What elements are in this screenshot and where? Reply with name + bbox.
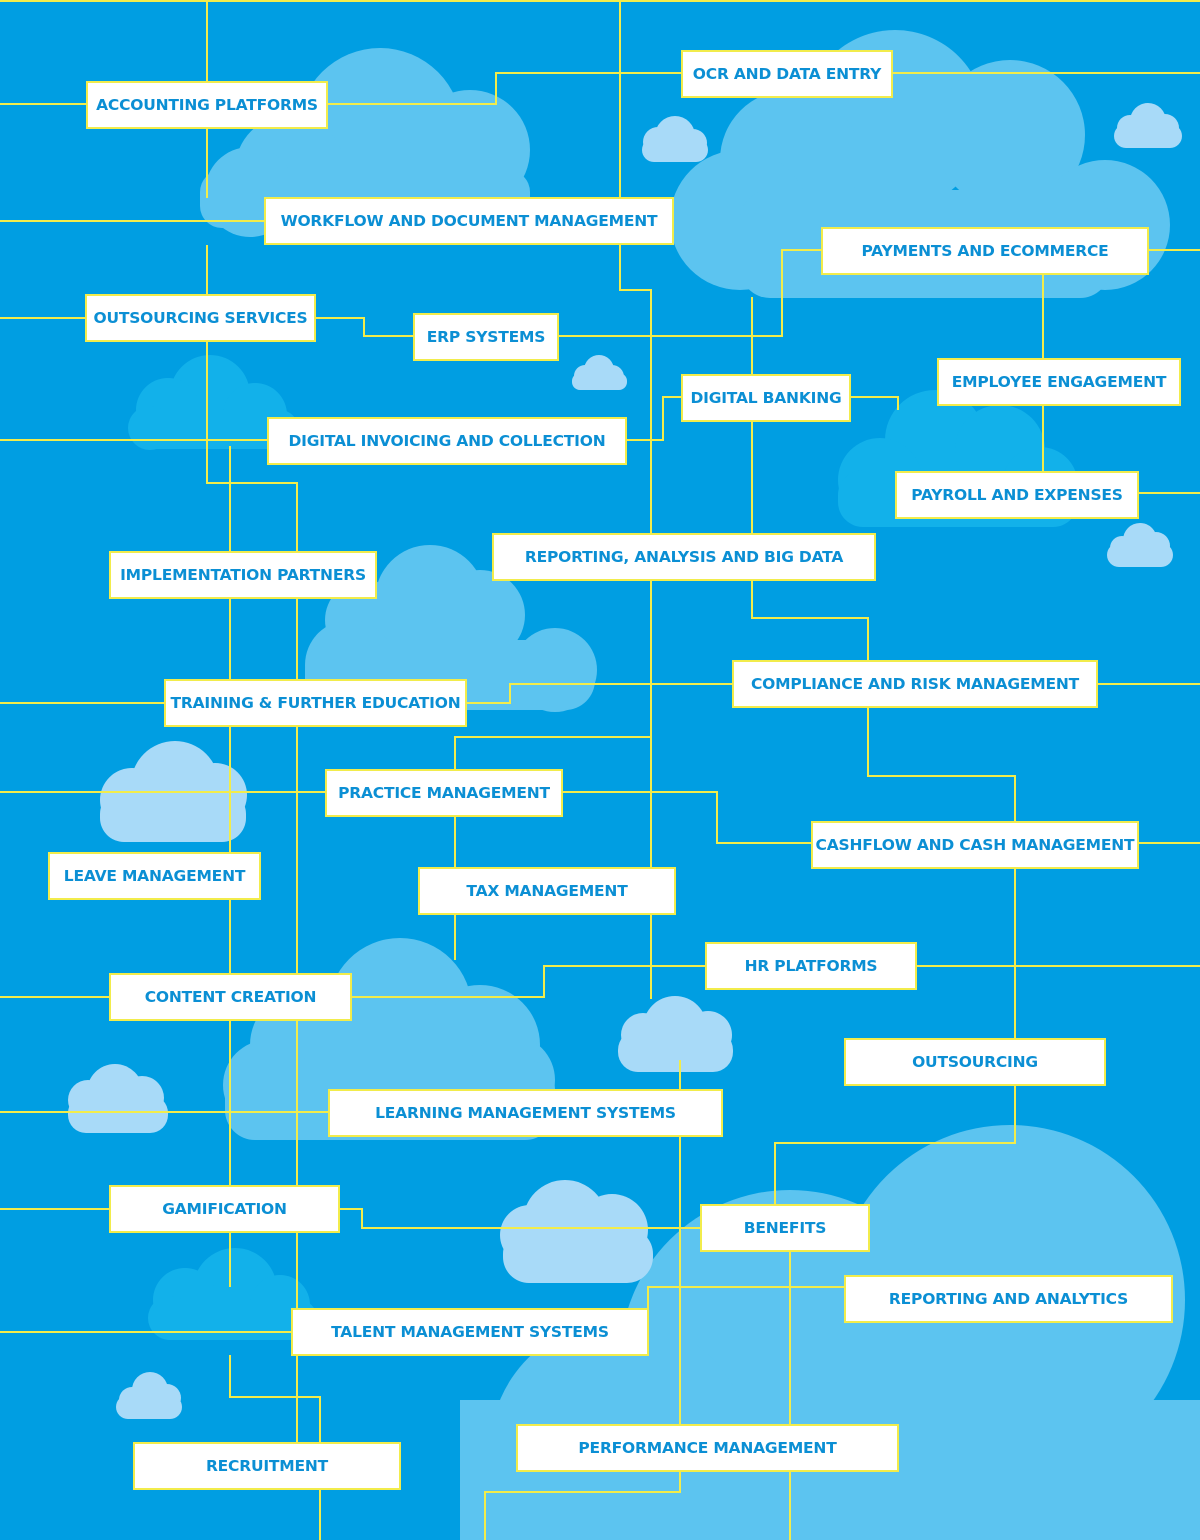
node-gamification[interactable]: GAMIFICATION [109,1185,340,1233]
node-practice-management[interactable]: PRACTICE MANAGEMENT [325,769,563,817]
node-outsourcing-services[interactable]: OUTSOURCING SERVICES [85,294,316,342]
cloud-tiny-top-right [1114,103,1182,148]
node-benefits[interactable]: BENEFITS [700,1204,870,1252]
node-training-and-further-education[interactable]: TRAINING & FURTHER EDUCATION [164,679,467,727]
node-performance-management[interactable]: PERFORMANCE MANAGEMENT [516,1424,899,1472]
cloud-small-center [618,996,733,1072]
node-cashflow-and-cash-management[interactable]: CASHFLOW AND CASH MANAGEMENT [811,821,1139,869]
cloud-left-lower [148,1248,317,1340]
node-digital-invoicing-and-collection[interactable]: DIGITAL INVOICING AND COLLECTION [267,417,627,465]
node-recruitment[interactable]: RECRUITMENT [133,1442,401,1490]
node-payments-and-ecommerce[interactable]: PAYMENTS AND ECOMMERCE [821,227,1149,275]
cloud-small-lower-left [68,1064,168,1133]
node-hr-platforms[interactable]: HR PLATFORMS [705,942,917,990]
node-learning-management-systems[interactable]: LEARNING MANAGEMENT SYSTEMS [328,1089,723,1137]
node-leave-management[interactable]: LEAVE MANAGEMENT [48,852,261,900]
cloud-small-bottom-center [500,1180,653,1283]
node-content-creation[interactable]: CONTENT CREATION [109,973,352,1021]
node-payroll-and-expenses[interactable]: PAYROLL AND EXPENSES [895,471,1139,519]
node-implementation-partners[interactable]: IMPLEMENTATION PARTNERS [109,551,377,599]
node-accounting-platforms[interactable]: ACCOUNTING PLATFORMS [86,81,328,129]
cloud-tiny-bottom-left [116,1372,182,1419]
cloud-top-right [670,30,1170,298]
node-digital-banking[interactable]: DIGITAL BANKING [681,374,851,422]
node-outsourcing[interactable]: OUTSOURCING [844,1038,1106,1086]
node-erp-systems[interactable]: ERP SYSTEMS [413,313,559,361]
node-tax-management[interactable]: TAX MANAGEMENT [418,867,676,915]
node-employee-engagement[interactable]: EMPLOYEE ENGAGEMENT [937,358,1181,406]
cloud-tiny-right [1107,523,1173,567]
node-reporting-and-analytics[interactable]: REPORTING AND ANALYTICS [844,1275,1173,1323]
node-talent-management-systems[interactable]: TALENT MANAGEMENT SYSTEMS [291,1308,649,1356]
node-reporting-analysis-and-big-data[interactable]: REPORTING, ANALYSIS AND BIG DATA [492,533,876,581]
cloud-tiny-erp [572,355,627,390]
node-compliance-and-risk-management[interactable]: COMPLIANCE AND RISK MANAGEMENT [732,660,1098,708]
node-ocr-and-data-entry[interactable]: OCR AND DATA ENTRY [681,50,893,98]
cloud-tiny-top-center [642,116,708,162]
node-workflow-and-document-management[interactable]: WORKFLOW AND DOCUMENT MANAGEMENT [264,197,674,245]
